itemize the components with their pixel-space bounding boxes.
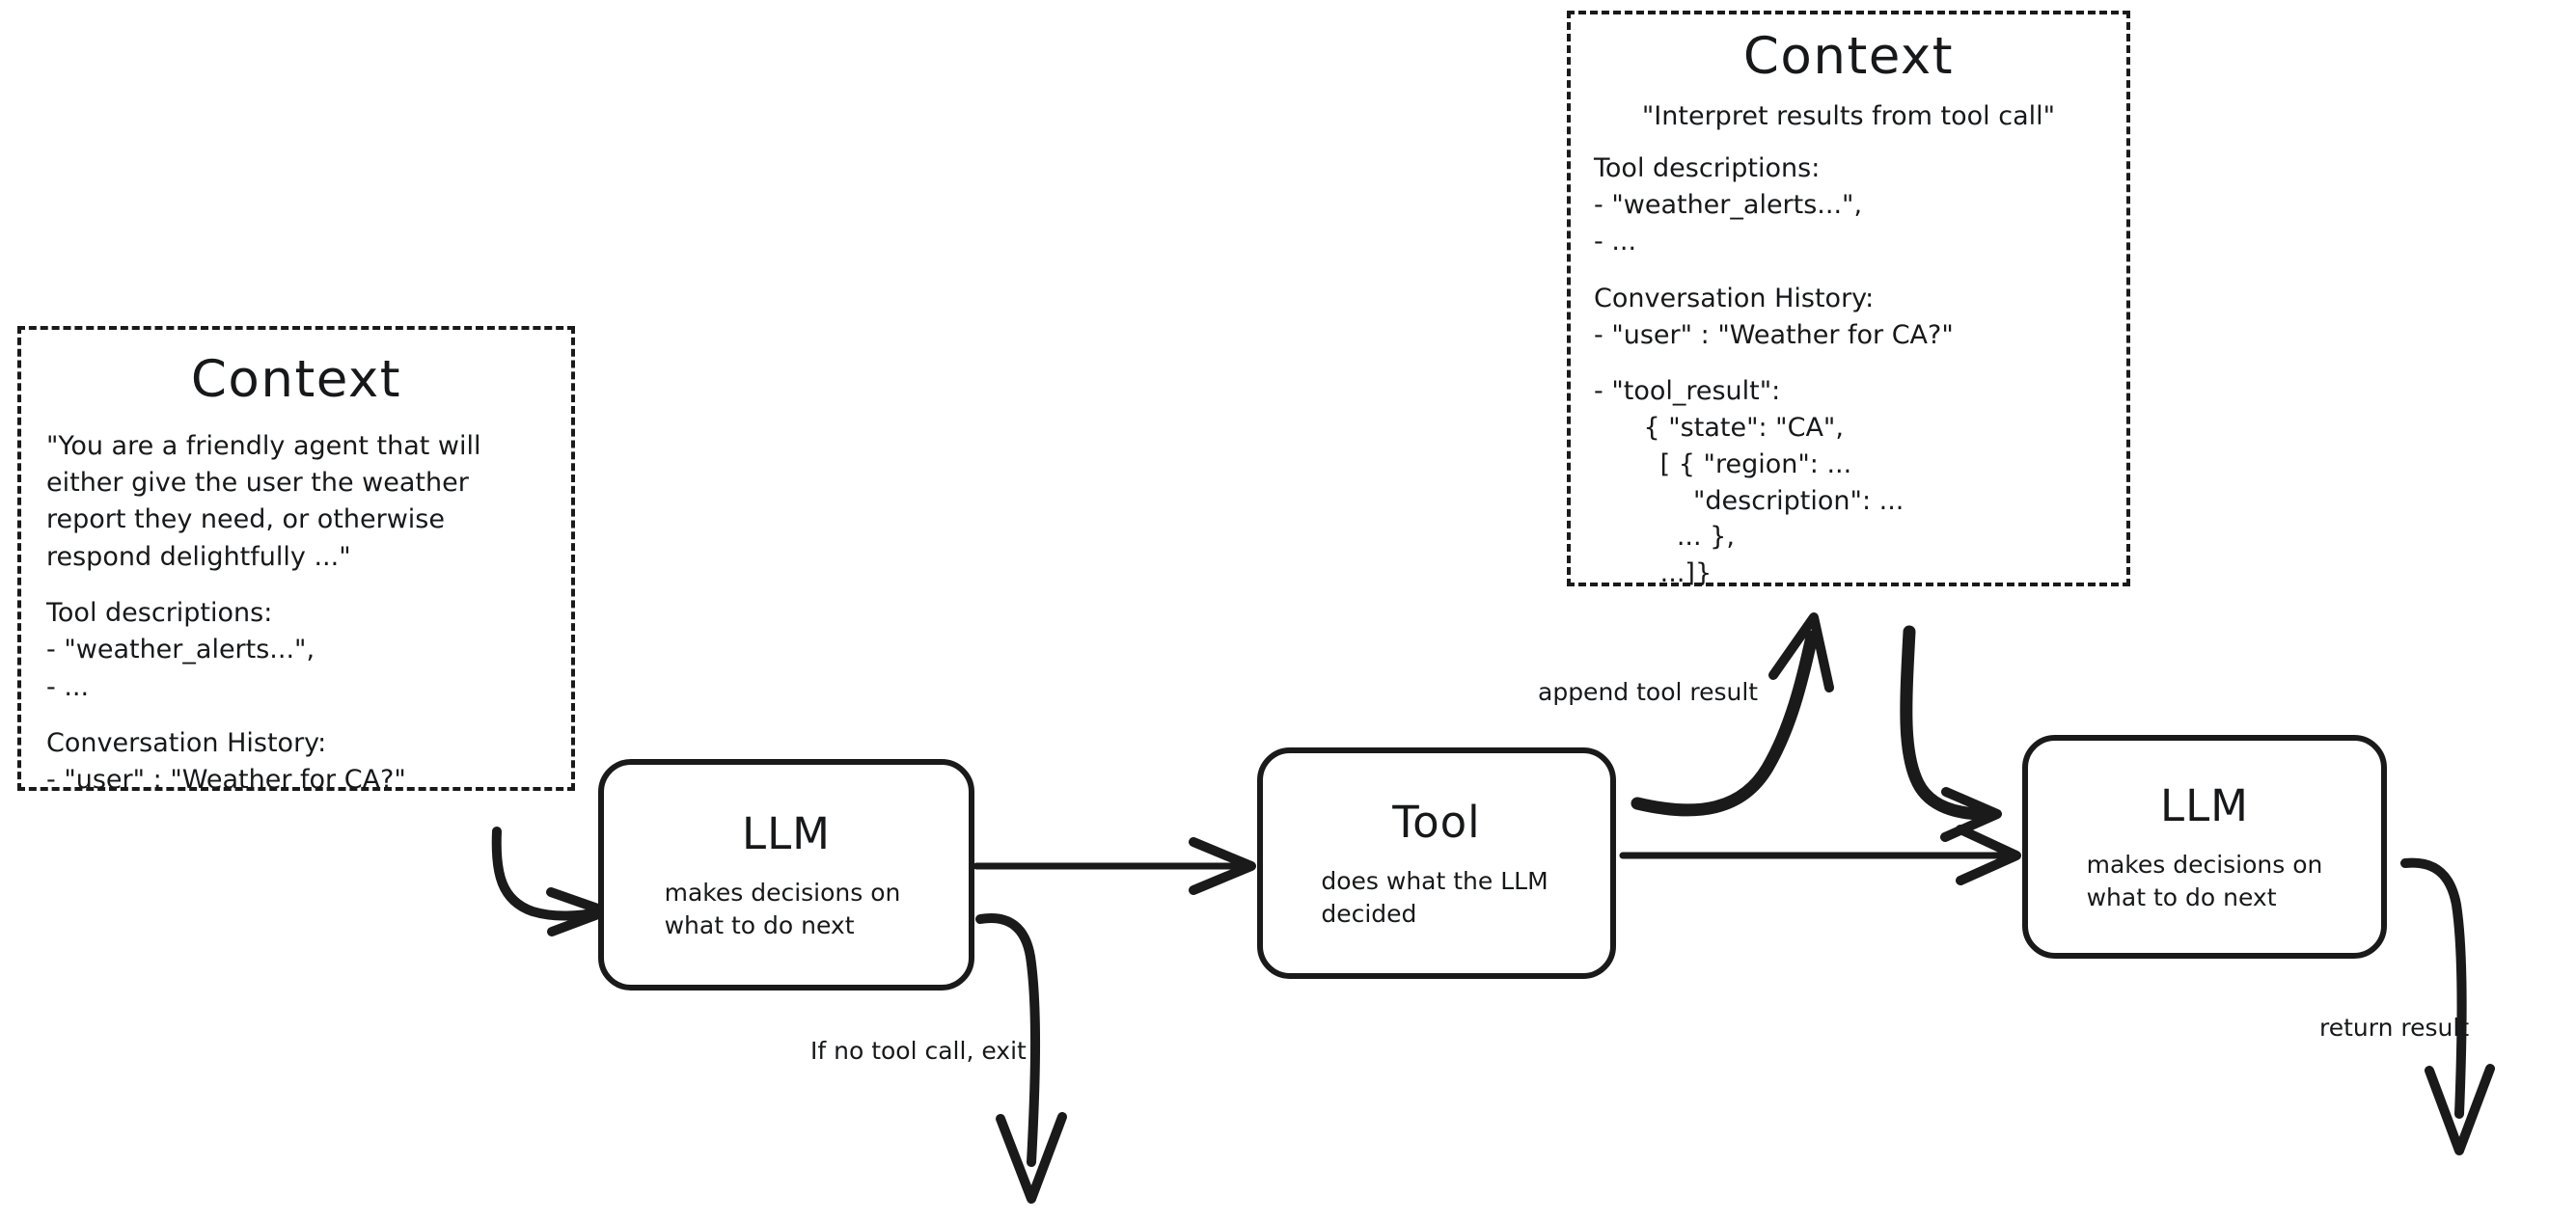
node-tool[interactable]: Tool does what the LLM decided xyxy=(1257,747,1616,979)
context-left-conversation-heading: Conversation History: xyxy=(46,727,327,758)
context-left-tool-descriptions-items: - "weather_alerts...", - ... xyxy=(46,635,315,702)
edge-label-append-tool-result: append tool result xyxy=(1538,678,1759,706)
node-tool-subtitle: does what the LLM decided xyxy=(1321,867,1548,928)
node-tool-title: Tool xyxy=(1392,797,1481,848)
context-right-conversation-user: - "user" : "Weather for CA?" xyxy=(1594,319,1954,350)
spacer xyxy=(1594,131,2103,150)
context-box-right: Context "Interpret results from tool cal… xyxy=(1567,11,2130,588)
node-llm-second[interactable]: LLM makes decisions on what to do next xyxy=(2022,735,2387,959)
context-right-tool-descriptions-items: - "weather_alerts...", - ... xyxy=(1594,189,1863,258)
context-right-tool-result-block: - "tool_result": { "state": "CA", [ { "r… xyxy=(1594,376,1905,589)
arrow-tool-to-llm2 xyxy=(1619,825,2021,885)
node-llm-second-subtitle: makes decisions on what to do next xyxy=(2086,851,2323,911)
arrow-context-to-llm1 xyxy=(491,827,611,936)
context-box-left: Context "You are a friendly agent that w… xyxy=(17,326,575,795)
context-right-tool-descriptions-heading: Tool descriptions: xyxy=(1594,152,1821,183)
arrow-llm1-to-tool xyxy=(973,837,1256,895)
spacer xyxy=(46,706,546,725)
arrow-context-right-to-llm2 xyxy=(1900,625,2002,842)
node-llm-second-title: LLM xyxy=(2160,780,2249,831)
arrow-tool-to-context-right xyxy=(1631,612,1834,817)
arrow-llm2-return xyxy=(2400,857,2495,1155)
spacer xyxy=(1594,354,2103,373)
node-llm-first-title: LLM xyxy=(742,808,831,859)
context-left-system-prompt: "You are a friendly agent that will eith… xyxy=(46,430,481,572)
node-llm-first[interactable]: LLM makes decisions on what to do next xyxy=(598,759,974,990)
context-right-instruction: "Interpret results from tool call" xyxy=(1641,100,2056,131)
context-left-conversation-items: - "user" : "Weather for CA?" xyxy=(46,765,406,796)
context-right-conversation-heading: Conversation History: xyxy=(1594,283,1875,313)
edge-label-if-no-tool-call-exit: If no tool call, exit xyxy=(810,1037,1027,1065)
context-left-tool-descriptions-heading: Tool descriptions: xyxy=(46,597,273,628)
context-left-title: Context xyxy=(190,350,402,409)
spacer xyxy=(1594,261,2103,281)
spacer xyxy=(46,576,546,595)
node-llm-first-subtitle: makes decisions on what to do next xyxy=(664,879,901,939)
edge-label-return-result: return result xyxy=(2319,1014,2470,1042)
context-right-title: Context xyxy=(1742,27,1955,86)
